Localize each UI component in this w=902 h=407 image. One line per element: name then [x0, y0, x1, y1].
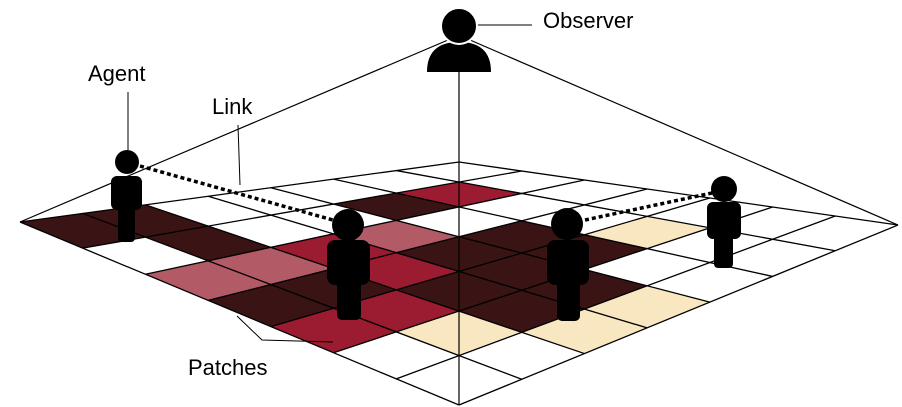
- patch-cell: [647, 262, 773, 303]
- patch-cell: [584, 189, 710, 217]
- view-line-right: [469, 39, 899, 226]
- patch-cell: [270, 179, 397, 205]
- grid-line: [82, 170, 522, 249]
- view-line-left: [19, 39, 449, 223]
- patch-cell: [145, 226, 271, 261]
- observer-label: Observer: [543, 8, 634, 33]
- grid-line: [270, 187, 711, 303]
- grid-line: [82, 212, 522, 380]
- patch-cell: [270, 268, 397, 309]
- observer-icon: [427, 7, 491, 72]
- grid-line: [19, 161, 460, 223]
- grid-line: [396, 215, 836, 380]
- patch-cell: [82, 204, 209, 238]
- patch-cell: [145, 260, 271, 301]
- grid-line: [396, 169, 836, 252]
- link-label: Link: [212, 94, 253, 119]
- link-line-2: [584, 191, 713, 222]
- agent-label: Agent: [88, 61, 146, 86]
- patch-cell: [208, 247, 334, 285]
- patch-cell: [584, 216, 710, 249]
- patch-cell: [584, 285, 710, 328]
- agent-figure-3: [547, 208, 589, 321]
- agent-figure-4: [707, 176, 741, 268]
- patch-cell: [709, 207, 836, 240]
- grid-line: [458, 224, 899, 406]
- observer-view-lines: [19, 39, 899, 405]
- patch-cell: [584, 248, 710, 286]
- patches-pointer: [236, 315, 334, 343]
- patch-cell: [20, 213, 146, 249]
- grid-line: [207, 188, 648, 302]
- link-pointer: [237, 124, 241, 186]
- agent-links: [139, 164, 713, 224]
- grid-line: [19, 221, 460, 406]
- patch-cell: [82, 237, 209, 275]
- patch-cell: [647, 227, 773, 263]
- patches-label: Patches: [188, 355, 268, 380]
- agent-figure-1: [111, 150, 142, 242]
- agent-figure-2: [327, 209, 370, 320]
- patch-cell: [709, 239, 836, 277]
- patch-cell: [208, 284, 334, 327]
- patch-cell: [772, 216, 898, 251]
- grid-line: [145, 179, 585, 275]
- grid-line: [458, 161, 899, 226]
- patch-cell: [270, 308, 397, 353]
- patch-cell: [145, 196, 271, 227]
- label-pointers: [127, 24, 532, 343]
- patch-cell: [208, 215, 334, 248]
